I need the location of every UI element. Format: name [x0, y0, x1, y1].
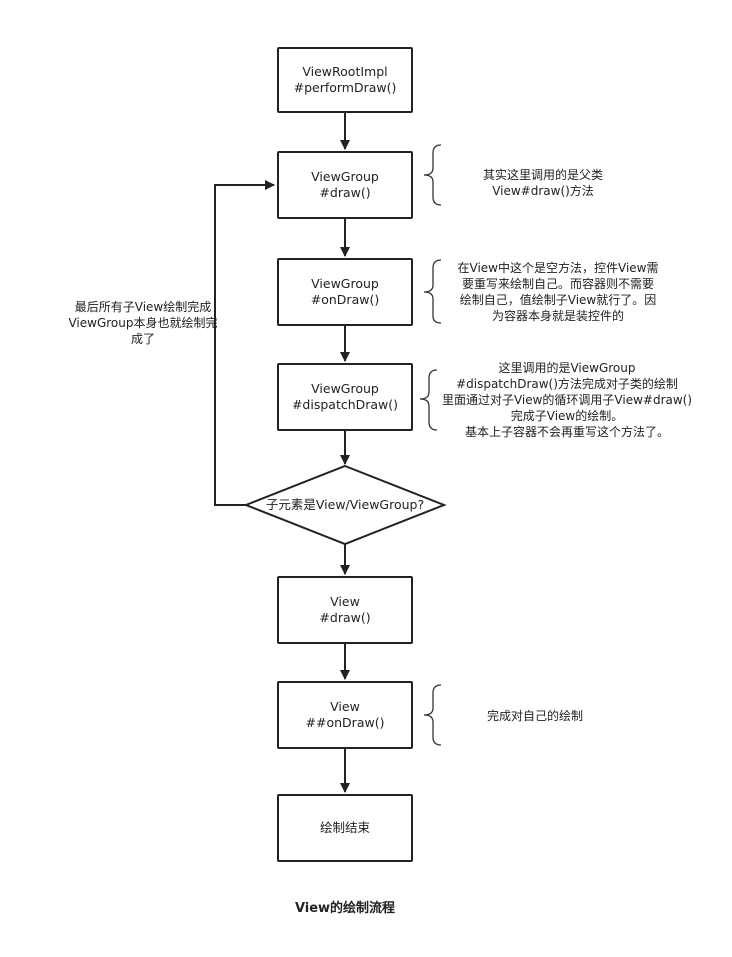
- note-dispatchdraw-line3: 里面通过对子View的循环调用子View#draw(): [441, 393, 693, 407]
- node-viewgroup-draw: ViewGroup #draw(): [277, 151, 413, 219]
- note-viewgroup-ondraw-line2: 要重写来绘制自己。而容器则不需要: [461, 277, 654, 291]
- brace-ondraw-note: [423, 259, 442, 324]
- node-end: 绘制结束: [277, 794, 413, 862]
- node-view-ondraw-line1: View: [330, 699, 360, 714]
- note-dispatchdraw-line5: 基本上子容器不会再重写这个方法了。: [464, 425, 669, 439]
- note-loop-back-line1: 最后所有子View绘制完成: [74, 300, 212, 314]
- note-dispatchdraw-line1: 这里调用的是ViewGroup: [498, 361, 636, 375]
- node-viewgroup-dispatchdraw: ViewGroup #dispatchDraw(): [277, 363, 413, 431]
- node-viewgroup-draw-line2: #draw(): [319, 185, 371, 200]
- node-viewgroup-ondraw-line2: #onDraw(): [310, 292, 380, 307]
- node-view-draw: View #draw(): [277, 576, 413, 644]
- node-end-label: 绘制结束: [319, 820, 370, 835]
- note-dispatchdraw: 这里调用的是ViewGroup #dispatchDraw()方法完成对子类的绘…: [431, 360, 703, 440]
- node-viewgroup-draw-line1: ViewGroup: [311, 169, 379, 184]
- node-viewgroup-dispatchdraw-line2: #dispatchDraw(): [291, 397, 399, 412]
- node-view-ondraw: View ##onDraw(): [277, 681, 413, 749]
- note-loop-back-line3: 成了: [130, 332, 155, 346]
- note-viewgroup-ondraw-line4: 为容器本身就是装控件的: [491, 309, 624, 323]
- node-view-draw-line1: View: [330, 594, 360, 609]
- note-view-ondraw: 完成对自己的绘制: [486, 709, 583, 723]
- decision-diamond: [243, 464, 447, 546]
- note-viewgroup-ondraw: 在View中这个是空方法，控件View需 要重写来绘制自己。而容器则不需要 绘制…: [443, 260, 673, 324]
- node-viewgroup-ondraw-line1: ViewGroup: [311, 276, 379, 291]
- note-loop-back: 最后所有子View绘制完成 ViewGroup本身也就绘制完 成了: [38, 299, 248, 347]
- node-view-draw-line2: #draw(): [319, 610, 371, 625]
- node-perform-draw: ViewRootImpl #performDraw(): [277, 47, 413, 113]
- note-loop-back-line2: ViewGroup本身也就绘制完: [68, 316, 218, 330]
- brace-dispatch-note: [419, 369, 438, 431]
- brace-view-ondraw-note: [423, 684, 442, 746]
- note-dispatchdraw-line4: 完成子View的绘制。: [510, 409, 624, 423]
- loop-back-arrow: [214, 180, 275, 506]
- brace-draw-note: [423, 144, 442, 206]
- node-perform-draw-line2: #performDraw(): [293, 80, 397, 95]
- note-viewgroup-draw-line2: View#draw()方法: [492, 184, 594, 198]
- node-perform-draw-line1: ViewRootImpl: [302, 64, 388, 79]
- note-viewgroup-ondraw-line3: 绘制自己，值绘制子View就行了。因: [459, 293, 657, 307]
- note-viewgroup-draw: 其实这里调用的是父类 View#draw()方法: [448, 167, 638, 199]
- node-decision-label: 子元素是View/ViewGroup?: [265, 497, 425, 512]
- note-viewgroup-ondraw-line1: 在View中这个是空方法，控件View需: [457, 261, 659, 275]
- node-viewgroup-ondraw: ViewGroup #onDraw(): [277, 258, 413, 326]
- node-viewgroup-dispatchdraw-line1: ViewGroup: [311, 381, 379, 396]
- note-dispatchdraw-line2: #dispatchDraw()方法完成对子类的绘制: [456, 377, 678, 391]
- node-view-ondraw-line2: ##onDraw(): [305, 715, 385, 730]
- note-viewgroup-draw-line1: 其实这里调用的是父类: [482, 168, 603, 182]
- diagram-caption: View的绘制流程: [294, 901, 396, 916]
